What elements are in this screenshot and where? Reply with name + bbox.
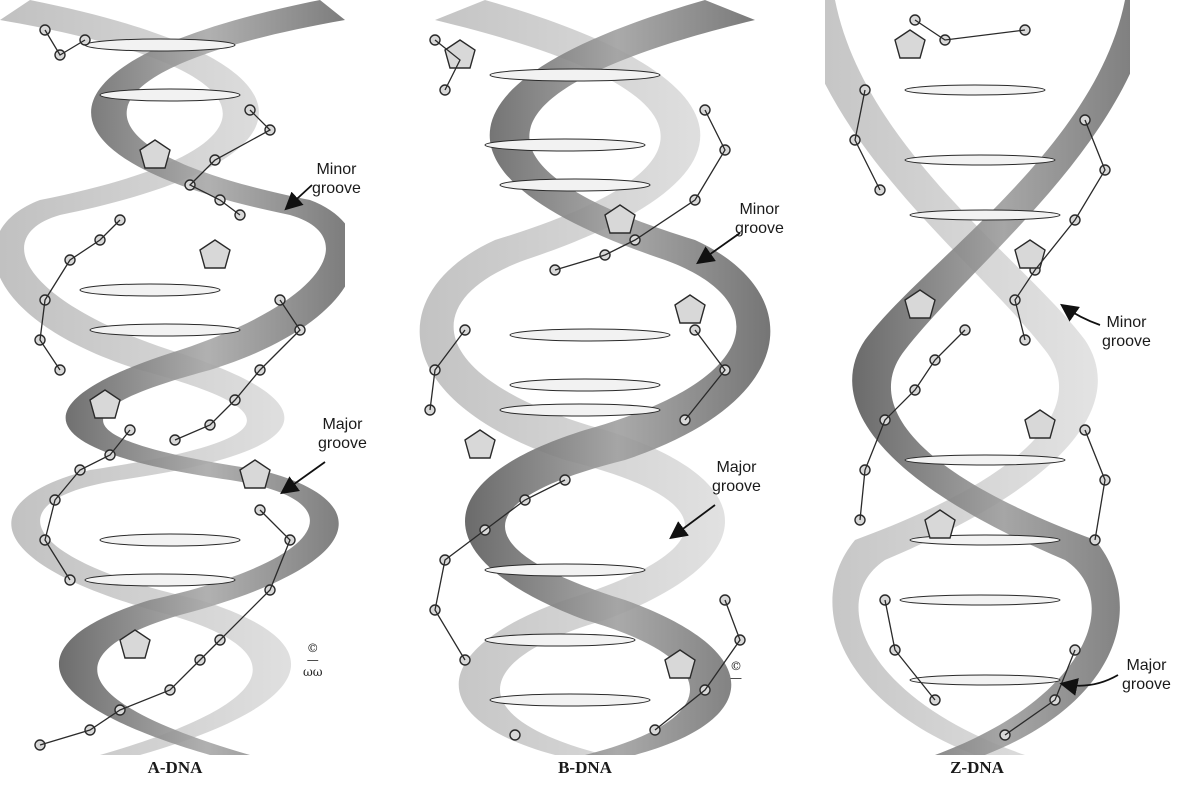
major-groove-line1: Major [712, 458, 761, 477]
b-dna-helix-model [405, 0, 780, 755]
b-dna-minor-groove-label: Minor groove [735, 200, 784, 238]
a-dna-helix-model [0, 0, 345, 755]
z-dna-major-groove-label: Major groove [1122, 656, 1171, 694]
minor-groove-line2: groove [735, 219, 784, 238]
a-dna-minor-groove-label: Minor groove [312, 160, 361, 198]
major-groove-line1: Major [318, 415, 367, 434]
major-groove-line2: groove [1122, 675, 1171, 694]
z-dna-helix-model [825, 0, 1130, 755]
a-dna-caption: A-DNA [95, 758, 255, 778]
major-groove-line1: Major [1122, 656, 1171, 675]
minor-groove-line1: Minor [735, 200, 784, 219]
minor-groove-line1: Minor [312, 160, 361, 179]
a-dna-major-groove-label: Major groove [318, 415, 367, 453]
minor-groove-line2: groove [312, 179, 361, 198]
b-dna-copyright-mark: ©— [730, 660, 742, 684]
minor-groove-line2: groove [1102, 332, 1151, 351]
z-dna-caption: Z-DNA [897, 758, 1057, 778]
major-groove-line2: groove [712, 477, 761, 496]
b-dna-major-groove-label: Major groove [712, 458, 761, 496]
major-groove-line2: groove [318, 434, 367, 453]
z-dna-minor-groove-label: Minor groove [1102, 313, 1151, 351]
b-dna-caption: B-DNA [505, 758, 665, 778]
a-dna-copyright-mark: ©—ωω [303, 642, 323, 678]
minor-groove-line1: Minor [1102, 313, 1151, 332]
